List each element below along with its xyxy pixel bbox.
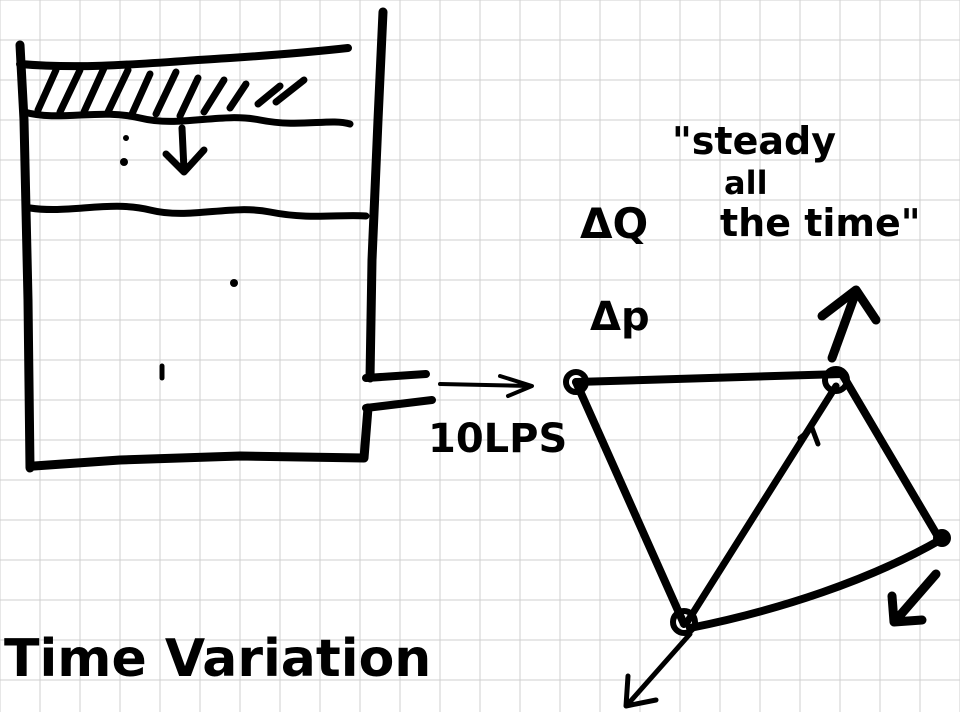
pipe-network bbox=[563, 285, 951, 709]
pipe-right-upper bbox=[838, 370, 944, 544]
steady-quote-line1: "steady bbox=[672, 119, 836, 163]
demand-arrow-up-icon bbox=[817, 285, 881, 363]
water-tank bbox=[15, 7, 388, 473]
demand-arrow-right-icon bbox=[887, 569, 941, 627]
pipe-top bbox=[572, 370, 846, 386]
pipe-bottom bbox=[686, 536, 944, 632]
delta-p-label: Δp bbox=[590, 294, 650, 340]
node-right bbox=[933, 529, 951, 547]
hatched-layer bbox=[34, 64, 308, 120]
steady-quote-line3: the time" bbox=[720, 201, 921, 245]
node-bottom bbox=[670, 608, 698, 636]
steady-quote-line2: all bbox=[724, 164, 768, 202]
down-arrow-icon bbox=[162, 124, 208, 176]
flow-arrow-icon bbox=[438, 374, 534, 398]
water-surface-top bbox=[20, 108, 354, 128]
pipe-left bbox=[572, 378, 688, 628]
water-surface-level bbox=[26, 202, 370, 220]
node-top-right bbox=[822, 366, 850, 394]
delta-q-label: ΔQ bbox=[580, 199, 648, 248]
time-variation-label: Time Variation bbox=[4, 629, 431, 689]
outlet-pipe bbox=[362, 370, 436, 412]
flow-rate-label: 10LPS bbox=[428, 416, 567, 462]
pipe-diagonal bbox=[682, 382, 840, 628]
node-inlet bbox=[563, 369, 589, 395]
demand-arrow-bottom-icon bbox=[623, 631, 693, 709]
